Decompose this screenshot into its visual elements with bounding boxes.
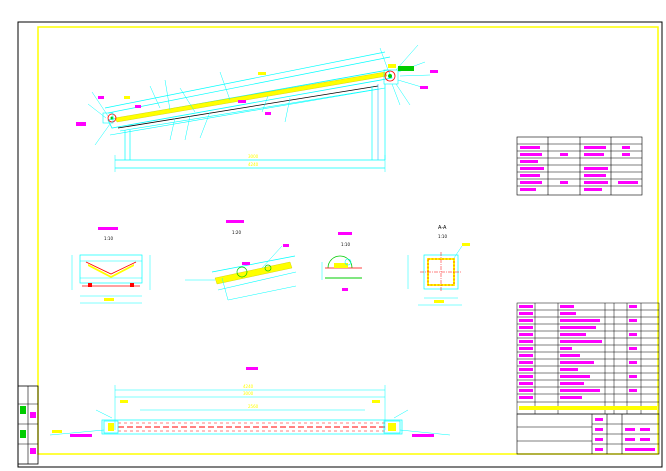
plan-span-dim: 3000 <box>243 391 254 396</box>
plan-inner-dim: 2560 <box>248 404 259 409</box>
title-block[interactable] <box>516 413 660 455</box>
title-block-fill <box>595 418 655 451</box>
main-elevation-view[interactable]: 3000 4240 <box>76 44 438 172</box>
plan-view[interactable]: 4240 3000 2560 <box>49 367 451 437</box>
materials-table-upper-fill <box>520 146 638 191</box>
section-2-scale: 1:20 <box>232 230 241 235</box>
section-view-1[interactable]: 1:10 <box>71 227 151 304</box>
section-view-3[interactable]: 1:10 <box>321 232 362 291</box>
drawing-border <box>37 26 659 455</box>
main-span-dim: 3000 <box>248 154 259 159</box>
section-4-scale: 1:10 <box>438 234 447 239</box>
section-3-scale: 1:10 <box>341 242 350 247</box>
parts-list-table[interactable] <box>516 302 660 415</box>
plan-total-dim: 4240 <box>243 384 254 389</box>
main-callout-labels <box>76 64 438 126</box>
main-total-dim: 4240 <box>248 162 259 167</box>
section-1-scale: 1:10 <box>104 236 113 241</box>
section-view-2[interactable]: 1:20 <box>185 220 297 301</box>
section-4-title: A-A <box>438 225 447 231</box>
section-view-4[interactable]: A-A 1:10 <box>407 225 470 306</box>
materials-table-upper[interactable] <box>516 136 643 196</box>
parts-list-fill <box>519 305 657 410</box>
binding-strip <box>17 385 39 465</box>
sheet-outer-frame <box>17 21 663 468</box>
